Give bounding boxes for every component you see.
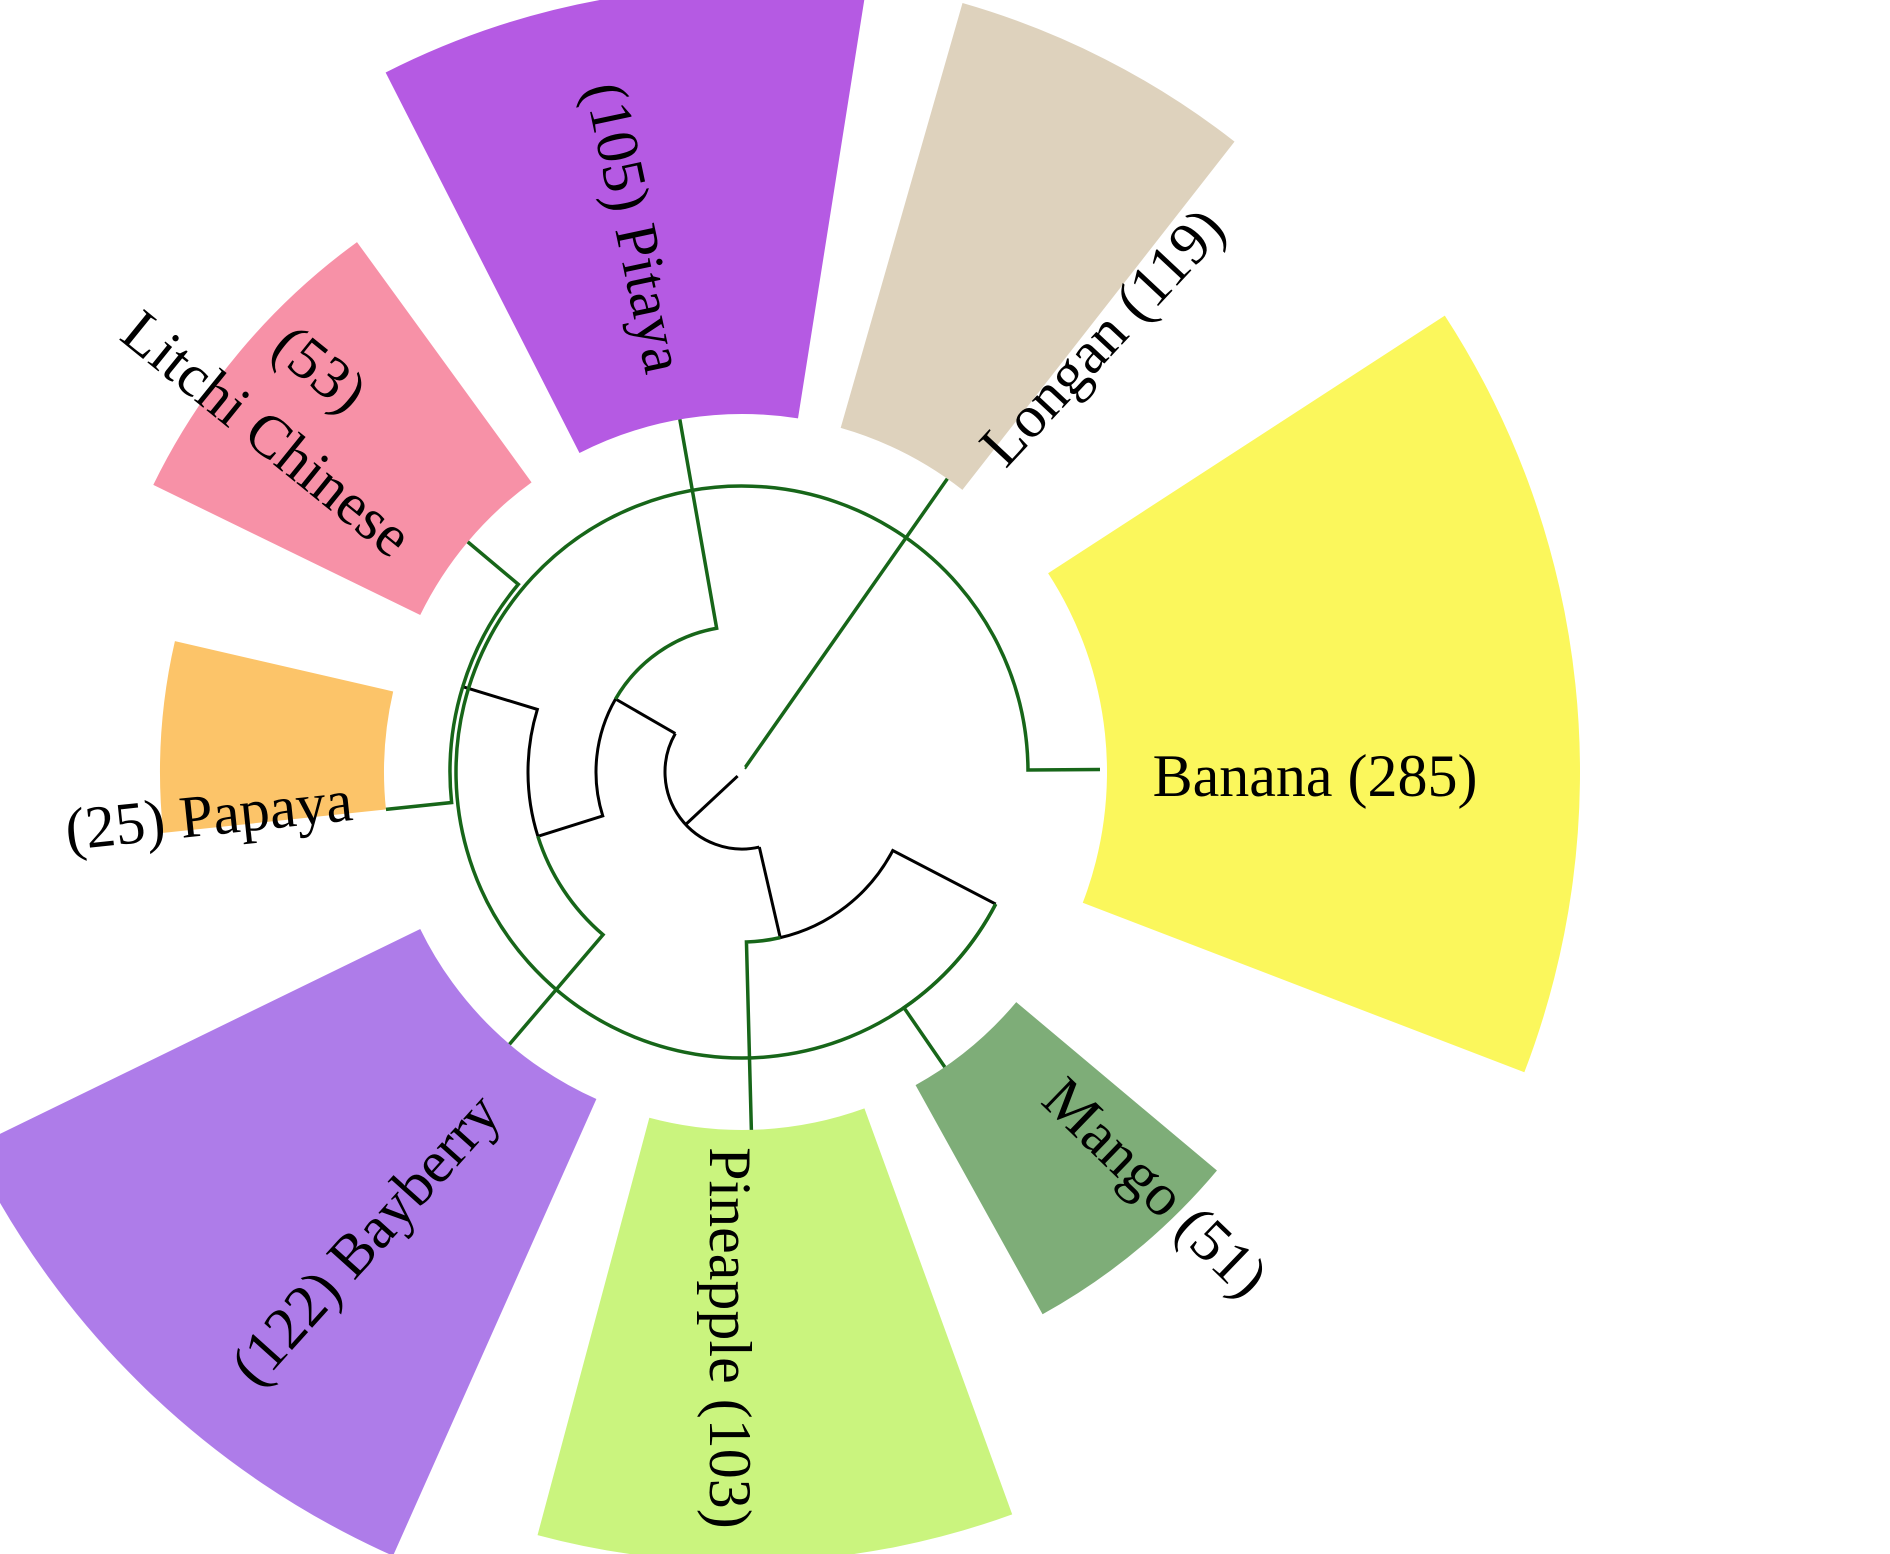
branch-pineapple [744, 935, 781, 1130]
internal-branch-ring-to-top [614, 697, 677, 735]
sector-longan [840, 2, 1235, 490]
internal-branch-ring-to-east [757, 846, 782, 938]
branch-papaya [385, 686, 465, 812]
sector-pineapple [537, 1108, 1013, 1554]
sector-banana [1048, 315, 1581, 1073]
tip-branches [385, 419, 1101, 1130]
internal-branch-east-to-mangobanana [779, 848, 997, 940]
branch-banana [454, 484, 1101, 1060]
sector-papaya [160, 641, 394, 833]
sector-mango [915, 1002, 1217, 1315]
internal-branch-root-to-ring [684, 774, 739, 826]
internal-branches [462, 685, 997, 940]
branch-litchi [461, 540, 521, 688]
sector-label-papaya: (25) Papaya [62, 767, 356, 863]
internal-branch-top-to-west [537, 698, 617, 838]
sector-label-line: (25) Papaya [62, 767, 356, 863]
sector-label-pineapple: Pineapple (103) [697, 1147, 763, 1529]
sector-bayberry [0, 928, 597, 1554]
branch-pitaya [614, 419, 719, 700]
internal-branch-west-to-litchipapaya [462, 685, 540, 837]
internal-branch-root-ring-arc [663, 732, 760, 851]
sector-highlights [0, 0, 1581, 1554]
sector-label-line: Banana (285) [1153, 743, 1478, 809]
branch-longan [744, 477, 949, 770]
sector-pitaya [385, 0, 865, 454]
sector-label-banana: Banana (285) [1153, 743, 1478, 809]
sector-litchi [153, 242, 532, 616]
sector-label-line: Pineapple (103) [697, 1147, 763, 1529]
branch-bayberry [508, 835, 606, 1046]
